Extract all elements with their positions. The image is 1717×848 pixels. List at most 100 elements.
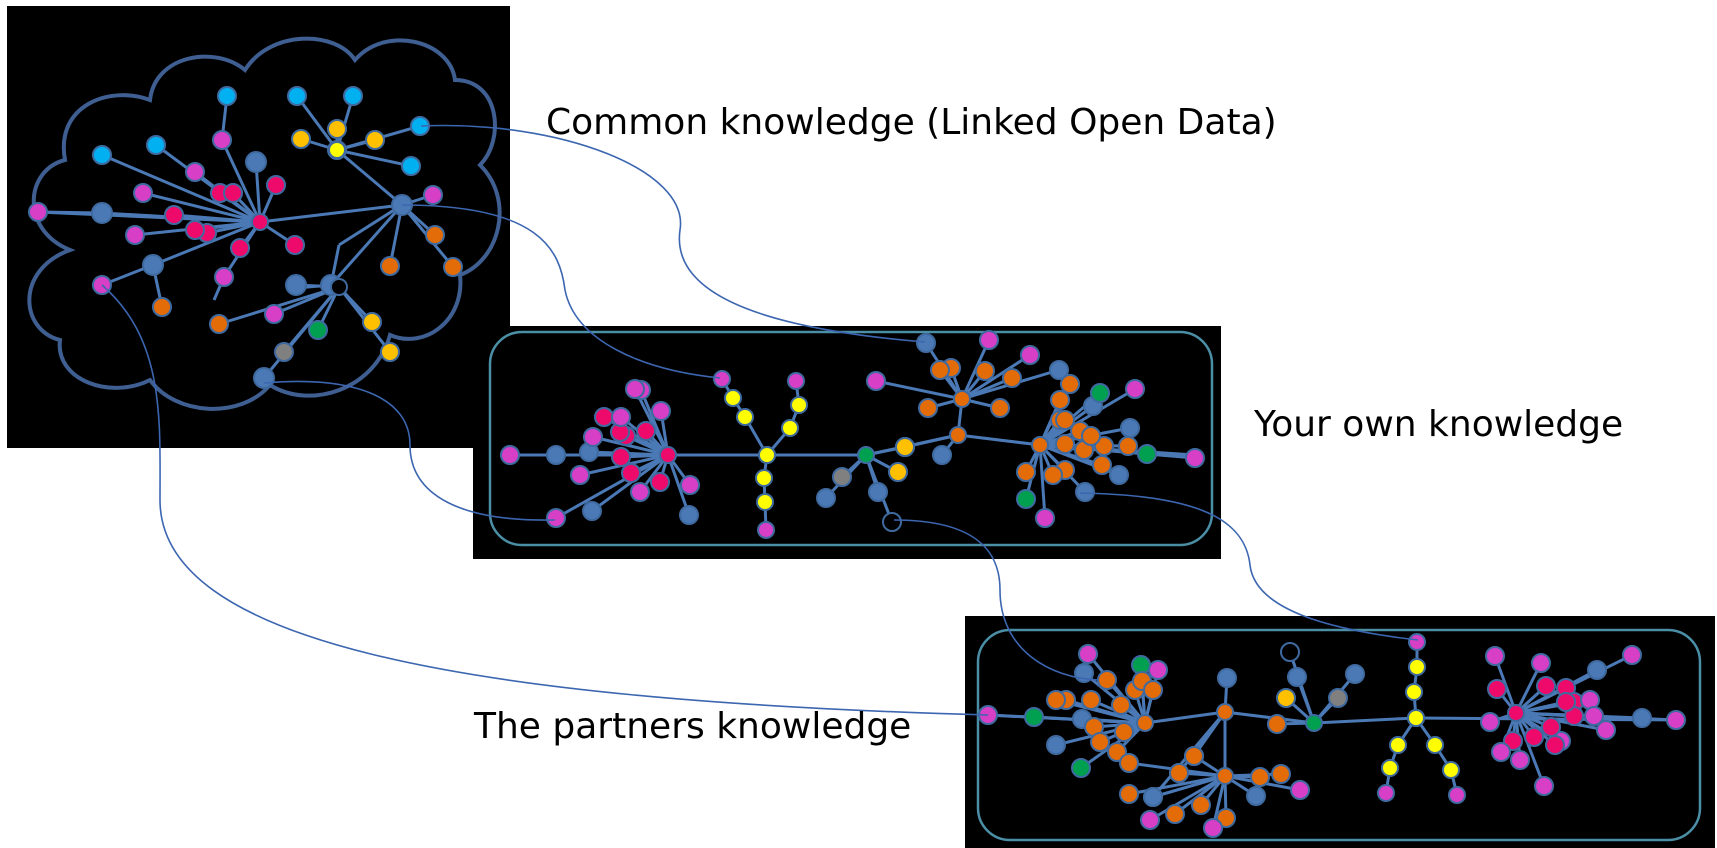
graph-node [327, 119, 347, 139]
graph-node [1596, 720, 1616, 740]
graph-node [1137, 444, 1157, 464]
graph-node [185, 220, 205, 240]
graph-node [546, 445, 566, 465]
graph-node [1143, 680, 1163, 700]
graph-node [287, 86, 307, 106]
connector-line [401, 204, 721, 379]
graph-node [1389, 736, 1407, 754]
graph-node [1119, 753, 1139, 773]
graph-node [500, 445, 520, 465]
graph-node [1136, 714, 1154, 732]
graph-node [125, 225, 145, 245]
graph-node [1125, 379, 1145, 399]
graph-edge [336, 148, 403, 207]
graph-node [1216, 703, 1234, 721]
graph-node [1448, 786, 1466, 804]
graph-node [1290, 780, 1310, 800]
graph-node [1081, 426, 1101, 446]
graph-node [1050, 390, 1070, 410]
graph-node [1531, 653, 1551, 673]
graph-node [756, 493, 774, 511]
graph-node [1305, 714, 1323, 732]
graph-node [1267, 714, 1287, 734]
graph-node [979, 330, 999, 350]
graph-node [895, 437, 915, 457]
graph-node [1524, 727, 1544, 747]
graph-node [1381, 759, 1399, 777]
graph-node [882, 512, 902, 532]
graph-node [724, 389, 742, 407]
graph-node [91, 202, 113, 224]
cloud-icon [27, 36, 502, 411]
graph-node [164, 205, 184, 225]
graph-node [1097, 670, 1117, 690]
own-panel-frame [488, 330, 1214, 547]
graph-node [308, 320, 328, 340]
graph-edge [152, 220, 261, 267]
graph-node [1071, 758, 1091, 778]
graph-node [1165, 804, 1185, 824]
graph-node [1184, 746, 1204, 766]
graph-node [1114, 722, 1134, 742]
graph-node [401, 156, 421, 176]
graph-edge [338, 203, 403, 247]
graph-node [857, 446, 875, 464]
graph-node [1046, 690, 1066, 710]
graph-node [291, 129, 311, 149]
graph-node [380, 256, 400, 276]
graph-node [209, 314, 229, 334]
graph-node [152, 297, 172, 317]
graph-edge [1288, 651, 1316, 724]
graph-node [362, 312, 382, 332]
graph-node [651, 401, 671, 421]
graph-node [1407, 709, 1425, 727]
graph-node [1016, 489, 1036, 509]
graph-node [1081, 690, 1101, 710]
graph-node [230, 238, 250, 258]
graph-edge [1149, 774, 1226, 822]
graph-node [1622, 645, 1642, 665]
graph-edge [142, 191, 261, 224]
graph-node [679, 505, 699, 525]
graph-node [1666, 710, 1686, 730]
graph-edge [633, 388, 670, 456]
graph-node [1408, 633, 1426, 651]
graph-node [1216, 767, 1234, 785]
graph-node [1191, 795, 1211, 815]
graph-node [1092, 455, 1112, 475]
graph-node [787, 372, 805, 390]
graph-node [365, 130, 385, 150]
graph-node [636, 421, 656, 441]
graph-node [611, 447, 631, 467]
graph-node [757, 521, 775, 539]
graph-edge [220, 139, 262, 223]
graph-edge [591, 453, 669, 513]
graph-node [264, 304, 284, 324]
graph-node [1148, 660, 1168, 680]
graph-node [1377, 784, 1395, 802]
graph-node [611, 407, 631, 427]
graph-node [425, 225, 445, 245]
common-knowledge-label: Common knowledge (Linked Open Data) [546, 102, 1277, 143]
own-knowledge-label: Your own knowledge [1254, 404, 1624, 445]
graph-node [1442, 761, 1460, 779]
graph-node [285, 235, 305, 255]
graph-node [1584, 706, 1604, 726]
graph-node [930, 360, 950, 380]
graph-edge [262, 286, 341, 379]
graph-node [1140, 810, 1160, 830]
graph-edge [957, 433, 1041, 447]
graph-node [1480, 712, 1500, 732]
connector-line [263, 380, 556, 521]
graph-node [1510, 750, 1530, 770]
graph-node [868, 482, 888, 502]
graph-edge [336, 148, 412, 168]
graph-edge [295, 95, 339, 151]
graph-node [92, 145, 112, 165]
graph-node [1541, 717, 1561, 737]
connector-line [101, 284, 989, 716]
graph-node [1545, 735, 1565, 755]
graph-node [1035, 508, 1055, 528]
graph-edge [961, 353, 1031, 401]
